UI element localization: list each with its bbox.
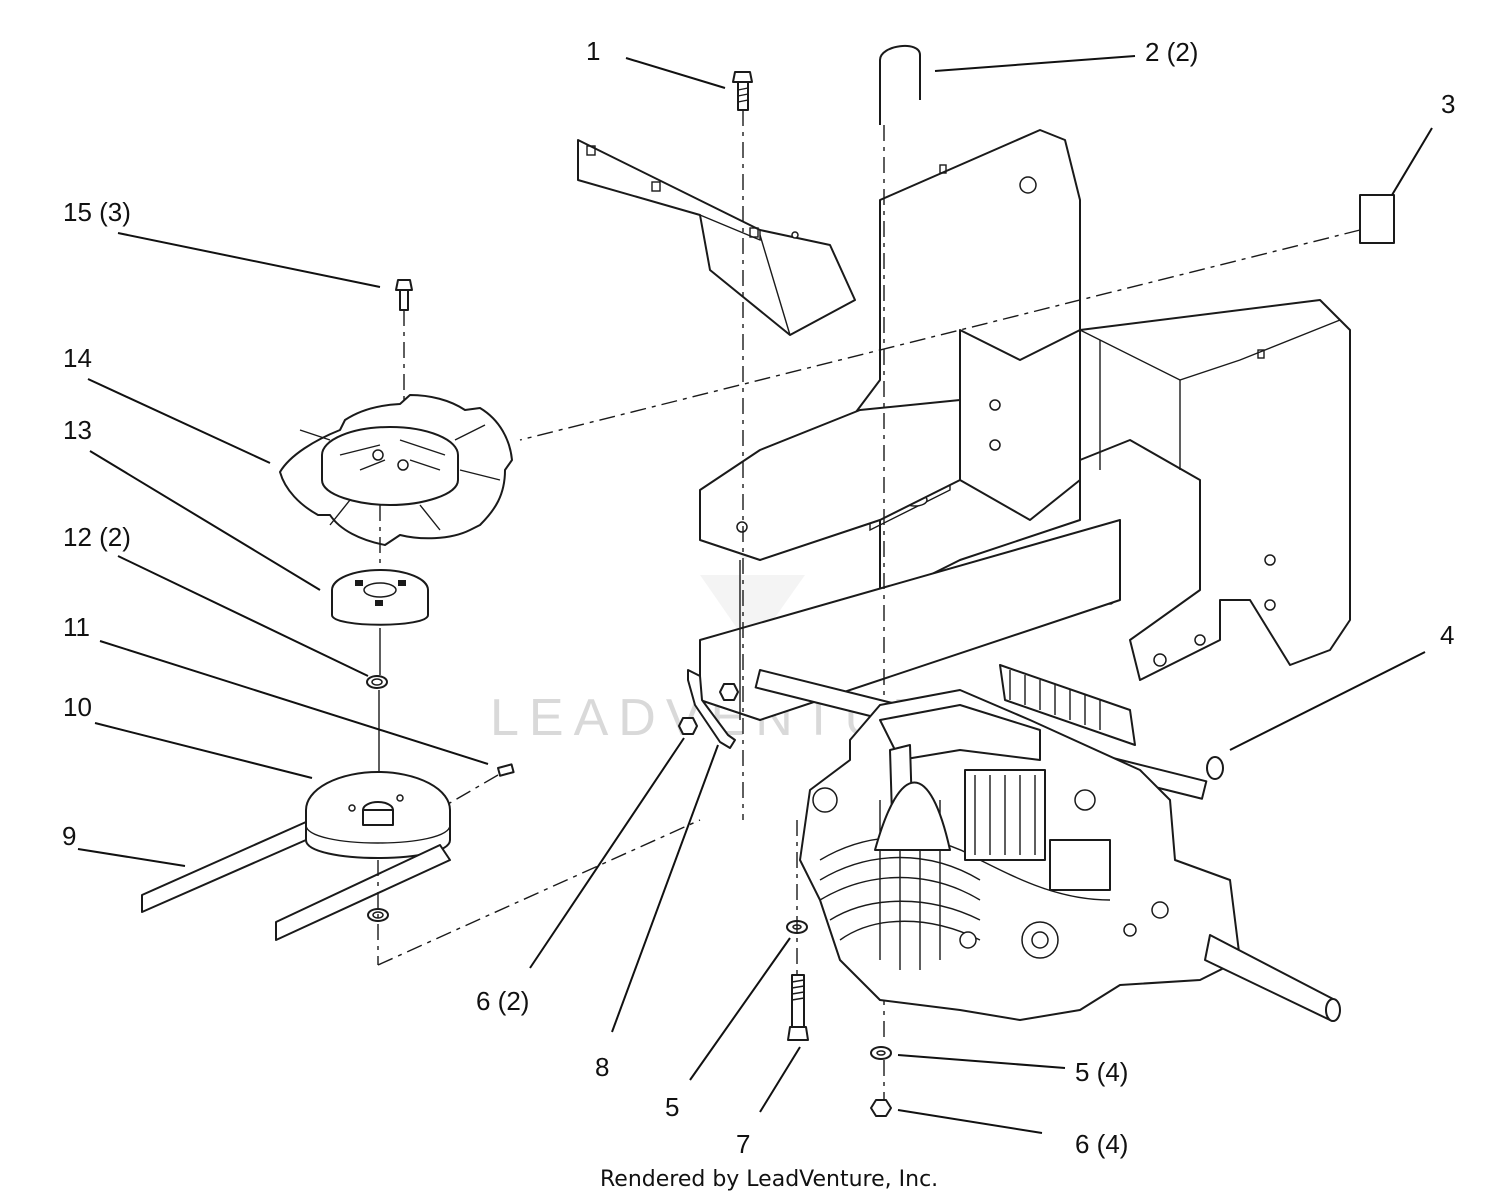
pulley-10 bbox=[305, 771, 451, 859]
footer-credit: Rendered by LeadVenture, Inc. bbox=[600, 1167, 938, 1192]
spacer-12 bbox=[366, 675, 388, 800]
callout-12-qty2: 12 (2) bbox=[63, 522, 131, 552]
callout-6-qty4: 6 (4) bbox=[1075, 1129, 1128, 1159]
callout-5: 5 bbox=[665, 1092, 679, 1122]
bolt-1 bbox=[732, 71, 753, 820]
washer-lower-left bbox=[367, 819, 701, 966]
callout-15-qty3: 15 (3) bbox=[63, 197, 131, 227]
control-link-8 bbox=[678, 669, 739, 749]
fan-14 bbox=[279, 394, 513, 546]
callout-5-qty4: 5 (4) bbox=[1075, 1057, 1128, 1087]
callout-4: 4 bbox=[1440, 620, 1454, 650]
callout-1: 1 bbox=[586, 36, 600, 66]
rear-bracket bbox=[577, 139, 856, 336]
callout-11: 11 bbox=[63, 612, 90, 642]
callout-13: 13 bbox=[63, 415, 92, 445]
callout-14: 14 bbox=[63, 343, 92, 373]
transaxle-4 bbox=[754, 664, 1341, 1022]
callout-2: 2 (2) bbox=[1145, 37, 1198, 67]
callout-9: 9 bbox=[62, 821, 76, 851]
callout-labels: 1 2 (2) 3 4 5 5 (4) 6 (2) 6 (4) 7 8 9 10… bbox=[62, 36, 1455, 1159]
leader-lines bbox=[77, 55, 1433, 1134]
callout-8: 8 bbox=[595, 1052, 609, 1082]
hub-13 bbox=[331, 505, 429, 675]
callout-6-qty2: 6 (2) bbox=[476, 986, 529, 1016]
callout-7: 7 bbox=[736, 1129, 750, 1159]
decal-3 bbox=[519, 194, 1395, 441]
callout-10: 10 bbox=[63, 692, 92, 722]
lower-hardware bbox=[786, 820, 892, 1117]
u-bolt-2 bbox=[879, 44, 921, 1040]
callout-3: 3 bbox=[1441, 89, 1455, 119]
belt-9 bbox=[141, 821, 451, 941]
